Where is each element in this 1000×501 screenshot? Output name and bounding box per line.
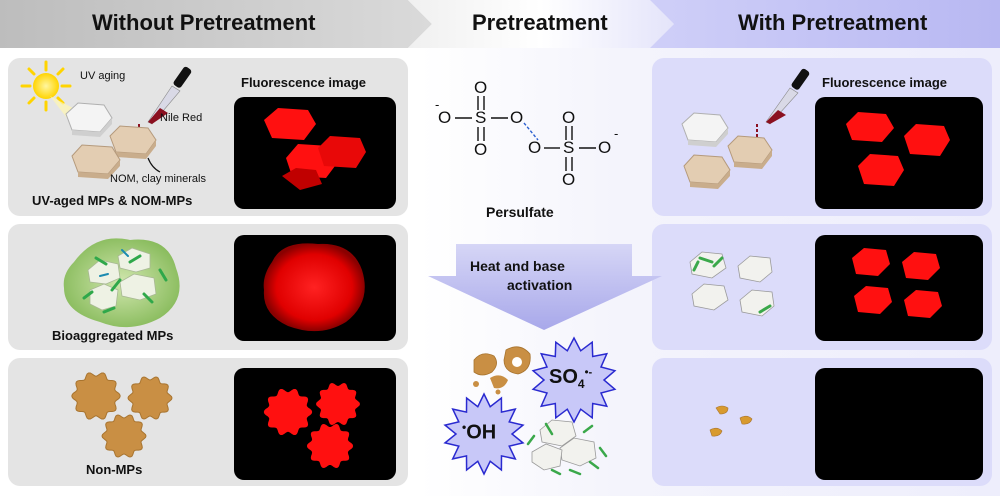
nom-mp-clay-2 (71, 144, 121, 179)
pretreated-mps-right-1 (681, 112, 773, 189)
aged-mp-white (65, 102, 113, 137)
caption-row1: UV-aged MPs & NOM-MPs (32, 193, 193, 208)
header-right-chevron (650, 0, 1000, 48)
header-left-chevron (0, 0, 432, 48)
atom-o-top-left: O (474, 78, 488, 97)
charge-left: - (435, 97, 440, 112)
fluorescence-image-right-3 (815, 368, 983, 480)
fluor-non-mp (316, 383, 360, 425)
fluorescence-image-left-3 (234, 368, 396, 480)
fluor-shapes-right-1 (846, 112, 950, 186)
non-mp-particle (127, 376, 173, 420)
atom-o-top-right: O (562, 108, 576, 127)
label-nile-red: Nile Red (160, 112, 203, 124)
sun-icon (20, 60, 72, 112)
label-hydroxyl-radical: •OH (462, 420, 497, 444)
atom-s-left: S (475, 108, 487, 127)
label-activation-line1: Heat and base (470, 258, 565, 274)
degraded-biofilm-mps (526, 419, 608, 476)
atom-s-right: S (563, 138, 575, 157)
atom-o-left: O (438, 108, 452, 127)
label-activation-line2: activation (507, 277, 573, 293)
fluorescence-image-right-2 (815, 235, 983, 341)
fluor-shapes-right-2 (852, 248, 942, 318)
dropper-icon-right (765, 68, 810, 125)
dropper-icon (147, 66, 192, 125)
non-mp-particle (101, 414, 147, 458)
arrow-down-icon (428, 244, 662, 330)
atom-o-bridge-2: O (528, 138, 542, 157)
label-uv-aging: UV aging (80, 70, 126, 82)
persulfate-structure (455, 96, 596, 171)
oxidized-debris (473, 346, 531, 395)
star-burst-icon (443, 336, 617, 476)
non-mp-particles (71, 372, 173, 458)
fluor-title-right: Fluorescence image (822, 75, 947, 90)
fluor-title-left: Fluorescence image (241, 75, 366, 90)
fluor-non-mp (263, 389, 313, 435)
nom-pointer-line (147, 157, 161, 173)
label-nom-clay: NOM, clay minerals (110, 173, 206, 185)
caption-row2: Bioaggregated MPs (52, 328, 174, 343)
atom-o-bottom-right: O (562, 170, 576, 189)
fluorescence-image-right-1 (815, 97, 983, 209)
fluor-non-mp (306, 424, 354, 468)
bioaggregate (63, 238, 180, 328)
header-pretreatment: Pretreatment (472, 10, 608, 35)
pretreated-mps-right-2 (689, 251, 775, 317)
atom-o-bridge-1: O (510, 108, 524, 127)
fluor-shapes-left-1 (264, 108, 366, 190)
non-mp-particle (71, 372, 121, 420)
label-persulfate: Persulfate (486, 204, 554, 220)
header-with-pretreatment: With Pretreatment (738, 10, 928, 35)
fluor-blob-left-2 (263, 243, 365, 332)
atom-o-right: O (598, 138, 612, 157)
nom-mp-clay-1 (109, 125, 157, 159)
header-center-chevron (408, 0, 674, 48)
charge-right: - (614, 126, 619, 141)
label-sulfate-radical: SO4•- (549, 366, 593, 391)
caption-row3: Non-MPs (86, 462, 143, 477)
fluor-shapes-left-3 (263, 383, 360, 468)
atom-o-bottom-left: O (474, 140, 488, 159)
header-without-pretreatment: Without Pretreatment (92, 10, 316, 35)
residual-particles-right-3 (709, 405, 753, 437)
